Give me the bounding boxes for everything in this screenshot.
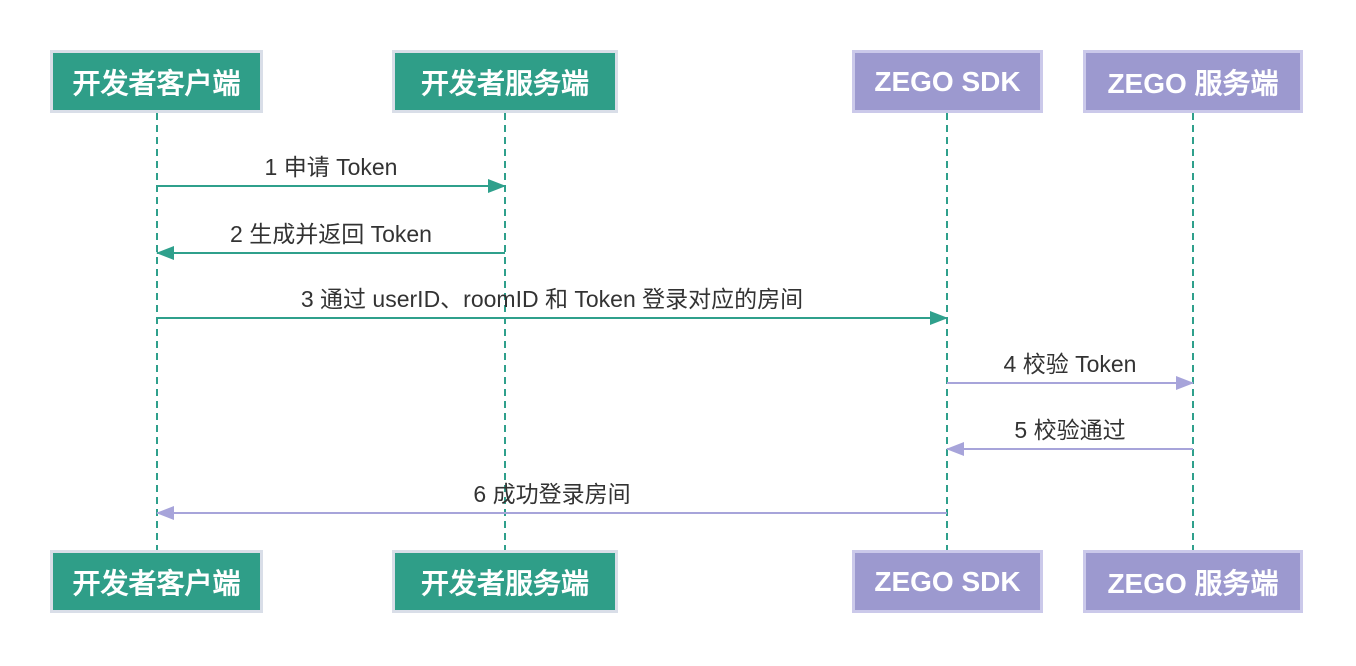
lifeline-developer-server (504, 113, 506, 550)
actor-top-developer-client: 开发者客户端 (50, 50, 263, 113)
arrow-right-icon (157, 179, 506, 193)
message-4-verify-token: 4 校验 Token (947, 349, 1194, 390)
actor-bottom-developer-server: 开发者服务端 (392, 550, 618, 613)
lifeline-developer-client (156, 113, 158, 550)
actor-bottom-zego-server: ZEGO 服务端 (1083, 550, 1303, 613)
actor-top-zego-sdk: ZEGO SDK (852, 50, 1043, 113)
arrow-left-icon (156, 506, 947, 520)
message-label: 5 校验通过 (1014, 417, 1126, 443)
actor-top-developer-server: 开发者服务端 (392, 50, 618, 113)
arrow-left-icon (946, 442, 1193, 456)
message-3-login-room: 3 通过 userID、roomID 和 Token 登录对应的房间 (157, 284, 948, 325)
message-label: 4 校验 Token (1003, 351, 1137, 377)
message-label: 6 成功登录房间 (473, 481, 631, 507)
actor-top-zego-server: ZEGO 服务端 (1083, 50, 1303, 113)
actor-bottom-developer-client: 开发者客户端 (50, 550, 263, 613)
actor-bottom-zego-sdk: ZEGO SDK (852, 550, 1043, 613)
lifeline-zego-server (1192, 113, 1194, 550)
message-label: 2 生成并返回 Token (230, 221, 432, 247)
arrow-left-icon (156, 246, 505, 260)
lifeline-zego-sdk (946, 113, 948, 550)
arrow-right-icon (947, 376, 1194, 390)
message-label: 1 申请 Token (264, 154, 398, 180)
message-1-request-token: 1 申请 Token (157, 152, 506, 193)
message-5-verify-passed: 5 校验通过 (946, 415, 1193, 456)
arrow-right-icon (157, 311, 948, 325)
message-2-return-token: 2 生成并返回 Token (156, 219, 505, 260)
message-label: 3 通过 userID、roomID 和 Token 登录对应的房间 (300, 286, 804, 312)
message-6-login-success: 6 成功登录房间 (156, 479, 947, 520)
